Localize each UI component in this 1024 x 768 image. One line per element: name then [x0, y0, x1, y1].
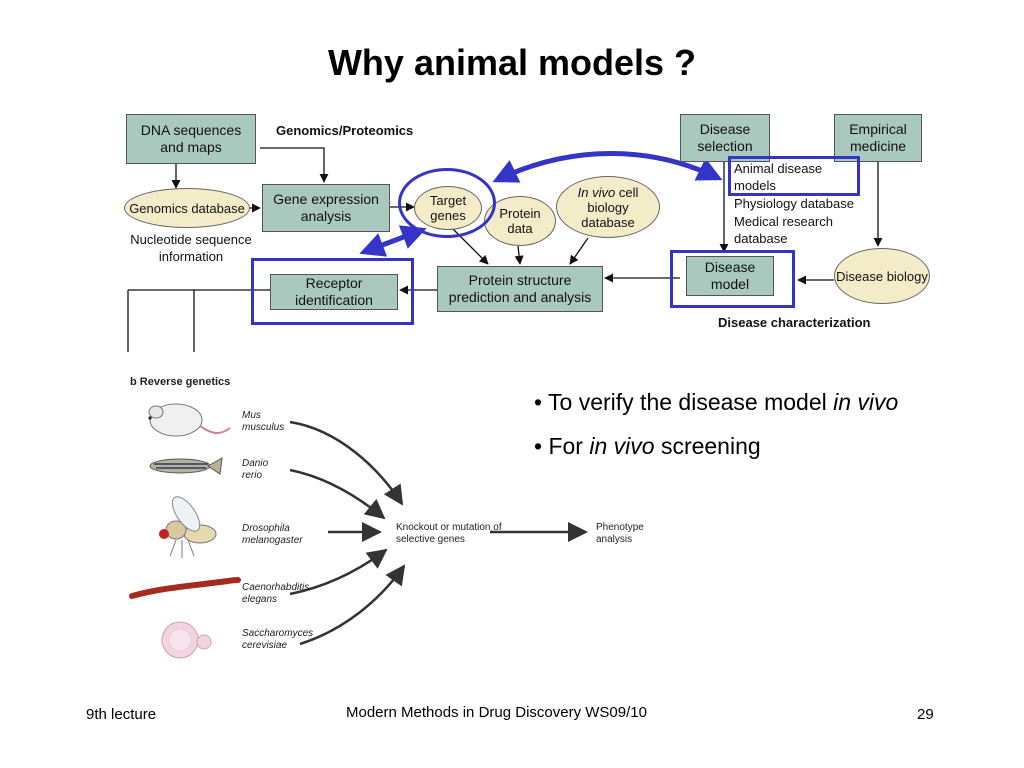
- zebrafish-icon: [149, 457, 223, 475]
- footer-lecture: 9th lecture: [86, 706, 157, 723]
- in-vivo-db-rest: cell biology database: [581, 184, 639, 230]
- disease-biology-node: Disease biology: [834, 248, 930, 304]
- in-vivo-italic: In vivo: [577, 184, 616, 200]
- organism-label-mus-musculus: Mus musculus: [242, 410, 285, 433]
- footer-course-title: Modern Methods in Drug Discovery WS09/10: [346, 704, 647, 721]
- bullet-2-post: screening: [660, 433, 761, 459]
- bullet-2-italic: in vivo: [589, 433, 655, 459]
- disease-model-highlight: [670, 250, 795, 308]
- receptor-identification-box: Receptor identification: [270, 274, 398, 310]
- bullet-in-vivo-screening: • For in vivo screening: [534, 433, 761, 459]
- worm-icon: [129, 577, 241, 599]
- phenotype-analysis-label: Phenotype analysis: [596, 522, 644, 545]
- genomics-proteomics-label: Genomics/Proteomics: [276, 123, 414, 138]
- in-vivo-cell-biology-db-node: In vivo cell biology database: [556, 176, 660, 238]
- knockout-mutation-label: Knockout or mutation of selective genes: [396, 522, 502, 545]
- bullet-1-text: To verify the disease model: [548, 389, 827, 415]
- empirical-medicine-box: Empirical medicine: [834, 114, 922, 162]
- mouse-icon: [148, 403, 231, 437]
- fruit-fly-icon: [159, 496, 217, 558]
- dna-sequences-box: DNA sequences and maps: [126, 114, 256, 164]
- disease-characterization-label: Disease characterization: [718, 315, 871, 330]
- disease-model-box: Disease model: [686, 256, 774, 296]
- bullet-2-pre: For: [548, 433, 583, 459]
- organism-label-drosophila: Drosophila melanogaster: [242, 523, 303, 546]
- protein-structure-box: Protein structure prediction and analysi…: [437, 266, 603, 312]
- receptor-identification-highlight: [251, 258, 414, 325]
- organism-label-caenorhabditis: Caenorhabditis elegans: [242, 582, 310, 605]
- medical-research-database-label: Medical research database: [734, 214, 833, 246]
- reverse-genetics-title: b Reverse genetics: [130, 376, 231, 388]
- protein-data-node: Protein data: [484, 196, 556, 246]
- reverse-genetics-panel: [116, 366, 656, 666]
- yeast-cell-icon: [161, 621, 212, 659]
- animal-disease-models-highlight: [728, 156, 860, 196]
- bullet-1-italic: in vivo: [833, 389, 899, 415]
- organism-label-saccharomyces: Saccharomyces cerevisiae: [242, 628, 314, 651]
- animal-disease-models-label: Animal disease models: [734, 161, 823, 193]
- physiology-database-label: Physiology database: [734, 196, 854, 211]
- nucleotide-sequence-label: Nucleotide sequence information: [130, 232, 252, 264]
- disease-selection-box: Disease selection: [680, 114, 770, 162]
- gene-expression-box: Gene expression analysis: [262, 184, 390, 232]
- bullet-list: • To verify the disease model in vivo • …: [534, 386, 898, 474]
- organism-label-danio-rerio: Danio rerio: [242, 458, 269, 481]
- slide-title: Why animal models ?: [327, 42, 697, 83]
- genomics-database-node: Genomics database: [124, 188, 250, 228]
- page-number: 29: [917, 706, 934, 723]
- bullet-verify-disease-model: • To verify the disease model in vivo: [534, 389, 899, 415]
- target-genes-highlight: [398, 168, 496, 238]
